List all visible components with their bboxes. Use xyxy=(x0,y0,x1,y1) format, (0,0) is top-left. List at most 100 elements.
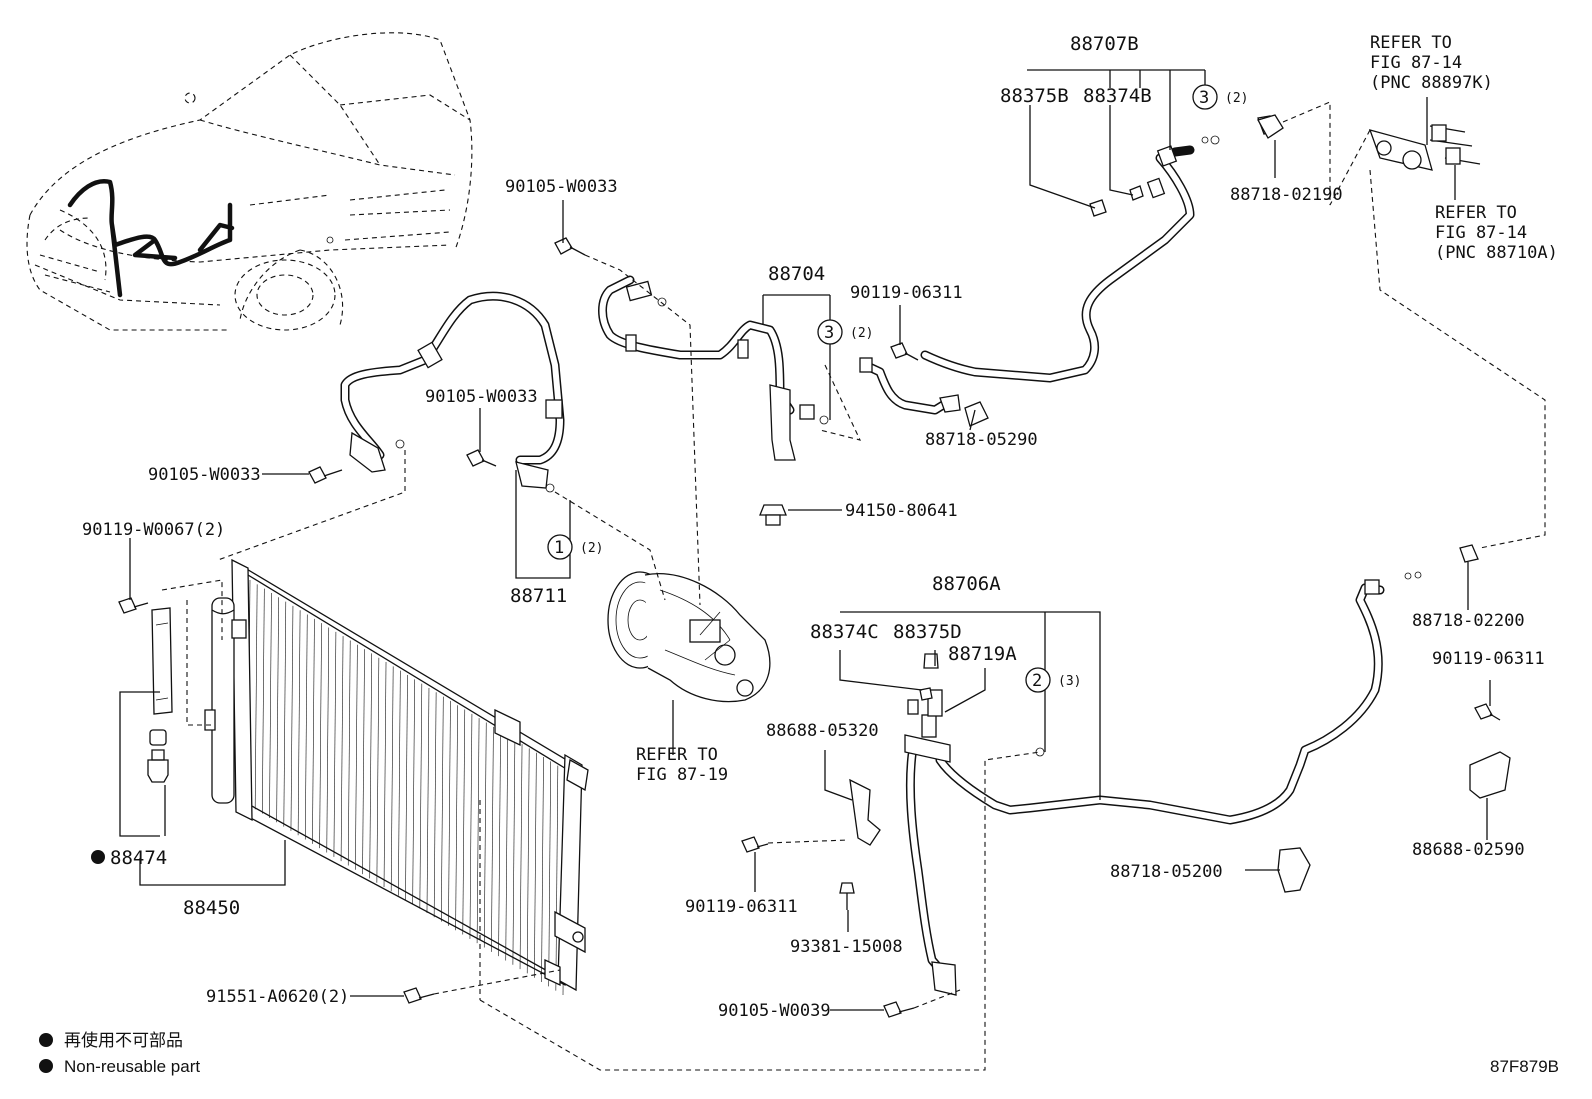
condenser-fin xyxy=(283,601,287,827)
bolt-icon xyxy=(554,237,586,256)
label-88706A: 88706A xyxy=(932,573,1001,595)
refer-top-line3: (PNC 88897K) xyxy=(1370,73,1493,93)
label-88704: 88704 xyxy=(768,263,825,285)
refer-right-line3: (PNC 88710A) xyxy=(1435,243,1558,263)
condenser-fin xyxy=(433,692,437,918)
label-88688-02590: 88688-02590 xyxy=(1412,840,1525,860)
refer-right-line1: REFER TO xyxy=(1435,203,1517,223)
label-90119-06311-bottom: 90119-06311 xyxy=(685,897,798,917)
label-88718-02190: 88718-02190 xyxy=(1230,185,1343,205)
label-90119-06311-right: 90119-06311 xyxy=(1432,649,1545,669)
condenser-fin xyxy=(419,683,423,909)
svg-text:(3): (3) xyxy=(1058,674,1081,689)
label-94150-80641: 94150-80641 xyxy=(845,501,958,521)
condenser-fin xyxy=(369,653,373,879)
condenser-fin xyxy=(555,765,559,991)
condenser-fin xyxy=(347,640,351,866)
callouts: 1 (2) 2 (3) 3 (2) 3 (2) xyxy=(547,84,1248,693)
refer-compressor-line1: REFER TO xyxy=(636,745,718,765)
label-88718-02200: 88718-02200 xyxy=(1412,611,1525,631)
condenser-fin xyxy=(362,649,365,875)
svg-text:(2): (2) xyxy=(1225,91,1248,106)
compressor xyxy=(607,571,771,703)
condenser-88450 xyxy=(161,558,589,996)
label-88374B: 88374B xyxy=(1083,85,1152,107)
condenser-fin xyxy=(290,605,294,831)
condenser-fin xyxy=(304,614,308,840)
label-88718-05290: 88718-05290 xyxy=(925,430,1038,450)
condenser-fin xyxy=(526,748,530,974)
condenser-fin xyxy=(519,744,523,970)
condenser-fin xyxy=(541,757,544,983)
condenser-fin xyxy=(390,666,394,892)
label-88711: 88711 xyxy=(510,585,567,607)
condenser-fin xyxy=(376,657,380,883)
guide-lines xyxy=(217,101,1546,1071)
condenser-fin xyxy=(512,739,516,965)
svg-text:2: 2 xyxy=(1032,671,1042,691)
label-88718-05200: 88718-05200 xyxy=(1110,862,1223,882)
diagram-id: 87F879B xyxy=(1490,1057,1559,1076)
svg-text:(2): (2) xyxy=(580,541,603,556)
condenser-fin xyxy=(276,597,279,823)
label-93381-15008: 93381-15008 xyxy=(790,937,903,957)
condenser-fin xyxy=(448,700,451,926)
refer-top-line2: FIG 87-14 xyxy=(1370,53,1462,73)
bolt-icon xyxy=(403,987,435,1004)
condenser-fin xyxy=(269,592,272,818)
label-88719A: 88719A xyxy=(948,643,1017,665)
part-labels: 88707B 88375B 88374B 88718-02190 REFER T… xyxy=(82,33,1558,1021)
condenser-fin xyxy=(440,696,444,922)
label-90105-W0033-mid: 90105-W0033 xyxy=(425,387,538,407)
callout-1: 1 (2) xyxy=(547,534,603,560)
non-reusable-dot-icon xyxy=(39,1059,53,1073)
bolt-icon xyxy=(1474,703,1501,721)
condenser-fin xyxy=(319,623,322,849)
callout-3-middle: 3 (2) xyxy=(817,319,873,345)
callout-2: 2 (3) xyxy=(1025,667,1081,693)
condenser-fin xyxy=(254,584,258,810)
legend-japanese: 再使用不可部品 xyxy=(64,1030,183,1050)
condenser-fin xyxy=(476,718,480,944)
bolt-icon xyxy=(759,504,787,526)
label-88374C: 88374C xyxy=(810,621,879,643)
condenser-fin xyxy=(426,687,430,913)
condenser-fin xyxy=(262,588,265,814)
bolt-icon xyxy=(308,466,343,484)
o-ring-icon xyxy=(1404,572,1412,580)
car-illustration xyxy=(26,32,473,331)
svg-text:(2): (2) xyxy=(850,326,873,341)
label-88474: 88474 xyxy=(110,847,167,869)
bolt-icon xyxy=(1459,544,1479,563)
condenser-fin xyxy=(455,705,458,931)
label-90105-W0039: 90105-W0039 xyxy=(718,1001,831,1021)
condenser-fin xyxy=(312,618,315,844)
bolt-icon xyxy=(466,449,497,467)
condenser-fin xyxy=(297,610,301,836)
label-90105-W0033-top: 90105-W0033 xyxy=(505,177,618,197)
label-88375D: 88375D xyxy=(893,621,962,643)
svg-text:1: 1 xyxy=(554,538,564,558)
svg-text:3: 3 xyxy=(824,323,834,343)
label-90105-W0033-left: 90105-W0033 xyxy=(148,465,261,485)
bolt-icon xyxy=(741,836,769,853)
callout-3-upper: 3 (2) xyxy=(1192,84,1248,110)
svg-text:3: 3 xyxy=(1199,88,1209,108)
condenser-fin xyxy=(405,674,408,901)
condenser-fin xyxy=(340,636,344,862)
condenser-fin xyxy=(326,627,330,853)
bolt-icon xyxy=(118,597,149,614)
label-88707B: 88707B xyxy=(1070,33,1139,55)
desiccant-parts xyxy=(147,607,173,783)
o-ring-icon xyxy=(1210,135,1220,145)
label-88375B: 88375B xyxy=(1000,85,1069,107)
label-88450: 88450 xyxy=(183,897,240,919)
fasteners xyxy=(118,114,1511,1018)
o-ring-icon xyxy=(1201,136,1209,144)
non-reusable-dot-icon xyxy=(39,1033,53,1047)
condenser-fin xyxy=(469,713,473,939)
condenser-fin xyxy=(534,752,537,978)
condenser-fin xyxy=(355,644,358,870)
legend-english: Non-reusable part xyxy=(64,1057,200,1076)
